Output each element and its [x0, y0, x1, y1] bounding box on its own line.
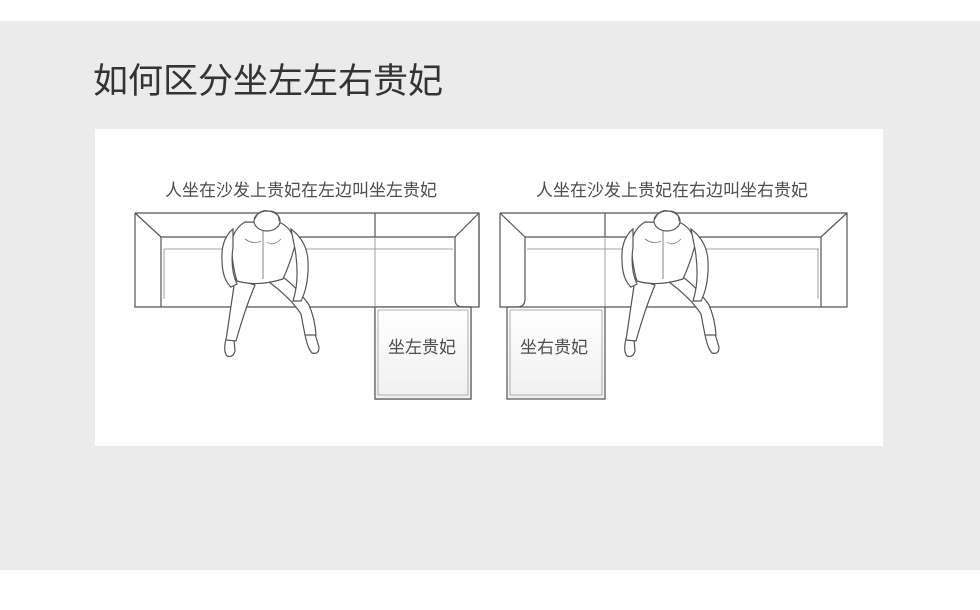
- left-chaise-label: 坐左贵妃: [388, 338, 456, 358]
- right-caption: 人坐在沙发上贵妃在右边叫坐右贵妃: [536, 181, 808, 201]
- sofa-diagram: 人坐在沙发上贵妃在左边叫坐左贵妃 坐左贵妃 人坐在沙发上贵妃: [134, 181, 848, 400]
- left-sofa: [134, 212, 480, 400]
- right-person: [621, 210, 720, 358]
- page-title: 如何区分坐左左右贵妃: [93, 62, 444, 102]
- diagram-panel: 人坐在沙发上贵妃在左边叫坐左贵妃 坐左贵妃 人坐在沙发上贵妃: [95, 129, 883, 446]
- left-caption: 人坐在沙发上贵妃在左边叫坐左贵妃: [165, 181, 437, 201]
- left-person: [221, 210, 320, 358]
- right-chaise-label: 坐右贵妃: [520, 338, 588, 358]
